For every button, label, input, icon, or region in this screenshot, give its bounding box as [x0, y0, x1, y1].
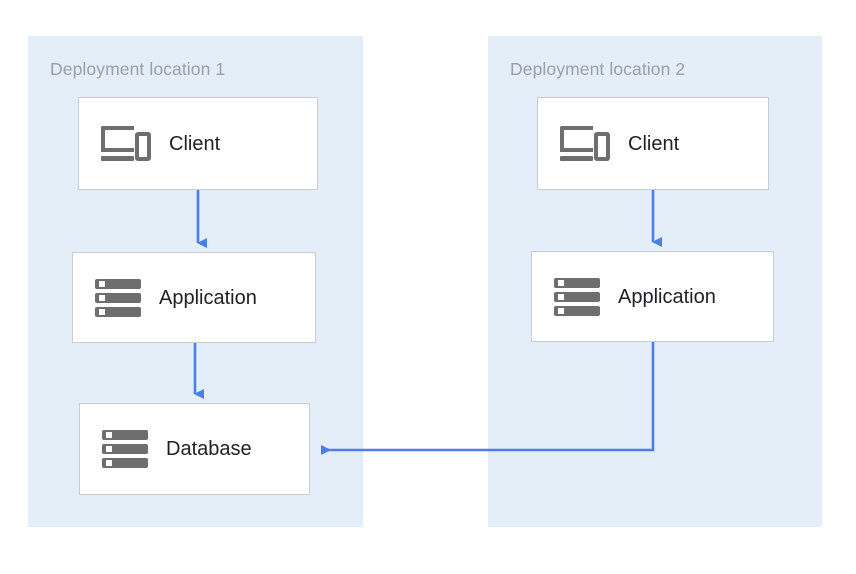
server-icon [554, 277, 602, 317]
node-application-1[interactable]: Application [72, 252, 316, 343]
node-database-1-label: Database [166, 438, 252, 460]
server-icon [95, 278, 143, 318]
node-application-2-label: Application [618, 285, 716, 308]
node-database-1[interactable]: Database [79, 403, 310, 495]
zone-1-title: Deployment location 1 [50, 59, 226, 79]
node-client-2[interactable]: Client [537, 97, 769, 190]
node-application-1-label: Application [159, 286, 257, 309]
server-icon [102, 429, 150, 469]
client-devices-icon [560, 124, 612, 164]
node-client-2-label: Client [628, 132, 680, 155]
client-devices-icon [101, 124, 153, 164]
node-client-1[interactable]: Client [78, 97, 318, 190]
zone-2-title: Deployment location 2 [510, 59, 686, 79]
node-client-1-label: Client [169, 132, 221, 155]
node-application-2[interactable]: Application [531, 251, 774, 342]
